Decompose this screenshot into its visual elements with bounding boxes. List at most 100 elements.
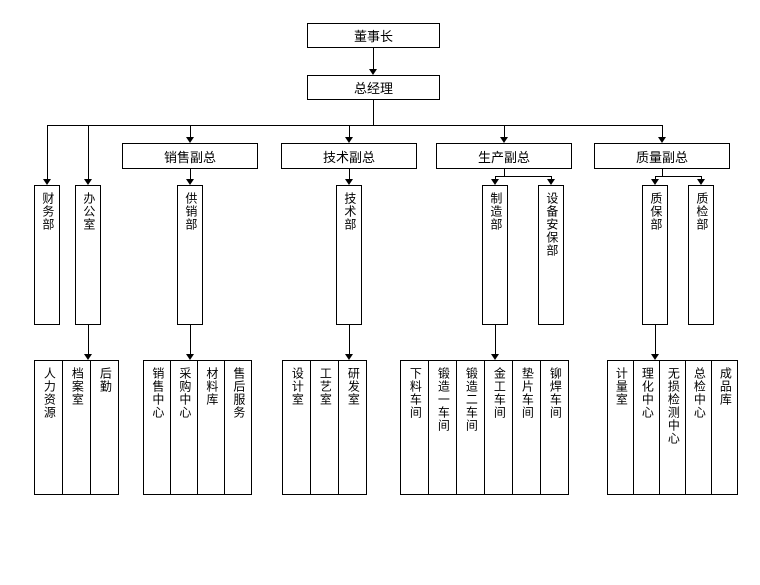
node-label: 无损检测中心 xyxy=(666,367,681,445)
arrowhead-down-icon xyxy=(491,179,499,185)
node-label: 采购中心 xyxy=(177,367,192,419)
arrowhead-down-icon xyxy=(345,354,353,360)
node-label: 人力资源 xyxy=(42,367,57,419)
group-technology-subunits: 设计室 工艺室 研发室 xyxy=(282,360,367,495)
node-label: 金工车间 xyxy=(492,367,507,419)
connector-vline xyxy=(190,325,191,354)
arrowhead-down-icon xyxy=(43,179,51,185)
connector-vline xyxy=(655,325,656,354)
group-supply-sales-subunits: 销售中心 采购中心 材料库 售后服务 xyxy=(143,360,252,495)
node-label: 理化中心 xyxy=(640,367,655,419)
connector-vline xyxy=(349,169,350,179)
connector-hline xyxy=(495,176,552,177)
node-label: 质检部 xyxy=(694,192,709,231)
node-supply-sales-dept: 供销部 xyxy=(177,185,203,325)
node-quality-assurance-dept: 质保部 xyxy=(642,185,668,325)
connector-bus-hline xyxy=(47,125,662,126)
node-label: 垫片车间 xyxy=(520,367,535,419)
connector-vline xyxy=(655,176,656,179)
node-label: 材料库 xyxy=(204,367,219,406)
node-production-vp: 生产副总 xyxy=(436,143,572,169)
node-label: 总经理 xyxy=(353,81,393,96)
node-cutting-workshop: 下料车间 xyxy=(400,360,429,495)
node-label: 铆焊车间 xyxy=(548,367,563,419)
connector-vline xyxy=(701,176,702,179)
arrowhead-down-icon xyxy=(84,179,92,185)
connector-vline xyxy=(190,169,191,179)
node-office: 办公室 xyxy=(75,185,101,325)
group-quality-assurance-subunits: 计量室 理化中心 无损检测中心 总检中心 成品库 xyxy=(607,360,738,495)
node-riveting-welding-workshop: 铆焊车间 xyxy=(540,360,569,495)
node-tech-vp: 技术副总 xyxy=(281,143,417,169)
node-label: 制造部 xyxy=(488,192,503,231)
node-label: 计量室 xyxy=(614,367,629,406)
node-label: 售后服务 xyxy=(231,367,246,419)
node-manufacturing-dept: 制造部 xyxy=(482,185,508,325)
node-label: 总检中心 xyxy=(692,367,707,419)
node-process-office: 工艺室 xyxy=(310,360,339,495)
node-label: 财务部 xyxy=(40,192,55,231)
node-rd-office: 研发室 xyxy=(338,360,367,495)
node-equipment-security-dept: 设备安保部 xyxy=(538,185,564,325)
node-archives-room: 档案室 xyxy=(62,360,91,495)
connector-hline xyxy=(655,176,702,177)
node-purchasing-center: 采购中心 xyxy=(170,360,198,495)
arrowhead-down-icon xyxy=(345,137,353,143)
connector-vline xyxy=(349,325,350,354)
connector-vline xyxy=(495,176,496,179)
arrowhead-down-icon xyxy=(697,179,705,185)
connector-vline xyxy=(504,125,505,137)
node-label: 后勤 xyxy=(98,367,113,393)
connector-vline xyxy=(662,169,663,176)
node-sales-vp: 销售副总 xyxy=(122,143,258,169)
node-forging-workshop-1: 锻造一车间 xyxy=(428,360,457,495)
arrowhead-down-icon xyxy=(186,137,194,143)
connector-vline xyxy=(373,48,374,70)
node-label: 研发室 xyxy=(346,367,361,406)
node-sales-center: 销售中心 xyxy=(143,360,171,495)
arrowhead-down-icon xyxy=(500,137,508,143)
node-label: 销售副总 xyxy=(163,149,216,165)
arrowhead-down-icon xyxy=(186,354,194,360)
node-label: 设计室 xyxy=(290,367,305,406)
connector-vline xyxy=(373,100,374,125)
node-metalwork-workshop: 金工车间 xyxy=(484,360,513,495)
node-human-resources: 人力资源 xyxy=(34,360,63,495)
node-label: 锻造一车间 xyxy=(436,367,451,432)
connector-vline xyxy=(662,125,663,137)
node-label: 工艺室 xyxy=(318,367,333,406)
node-metrology-room: 计量室 xyxy=(607,360,634,495)
node-quality-inspection-dept: 质检部 xyxy=(688,185,714,325)
arrowhead-down-icon xyxy=(651,354,659,360)
node-ndt-center: 无损检测中心 xyxy=(659,360,686,495)
node-label: 办公室 xyxy=(81,192,96,231)
arrowhead-down-icon xyxy=(658,137,666,143)
node-label: 设备安保部 xyxy=(544,192,559,257)
arrowhead-down-icon xyxy=(84,354,92,360)
node-label: 质保部 xyxy=(648,192,663,231)
connector-vline xyxy=(88,325,89,354)
node-finance-dept: 财务部 xyxy=(34,185,60,325)
arrowhead-down-icon xyxy=(369,69,377,75)
node-forging-workshop-2: 锻造二车间 xyxy=(456,360,485,495)
node-general-manager: 总经理 xyxy=(307,75,440,100)
node-quality-vp: 质量副总 xyxy=(594,143,730,169)
connector-vline xyxy=(551,176,552,179)
node-chairman: 董事长 xyxy=(307,23,440,48)
node-label: 质量副总 xyxy=(635,149,688,165)
connector-vline xyxy=(47,125,48,179)
node-label: 董事长 xyxy=(353,29,393,44)
arrowhead-down-icon xyxy=(345,179,353,185)
node-label: 供销部 xyxy=(183,192,198,231)
connector-vline xyxy=(495,325,496,354)
node-finished-goods-warehouse: 成品库 xyxy=(711,360,738,495)
arrowhead-down-icon xyxy=(547,179,555,185)
arrowhead-down-icon xyxy=(651,179,659,185)
node-final-inspection-center: 总检中心 xyxy=(685,360,712,495)
node-physchem-center: 理化中心 xyxy=(633,360,660,495)
node-logistics: 后勤 xyxy=(90,360,119,495)
node-label: 技术部 xyxy=(342,192,357,231)
arrowhead-down-icon xyxy=(491,354,499,360)
connector-vline xyxy=(190,125,191,137)
